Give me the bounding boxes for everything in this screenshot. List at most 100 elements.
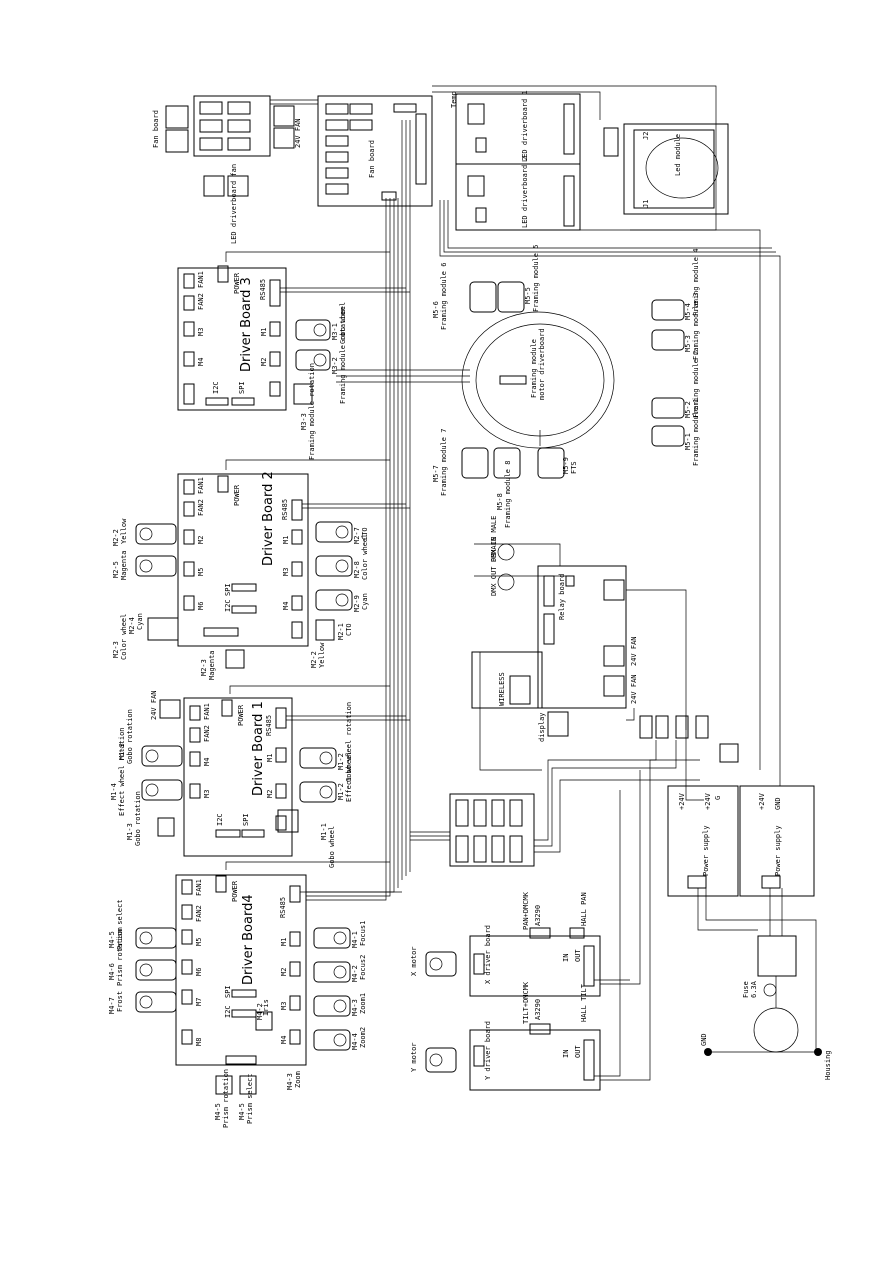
label-m2: M2 [260,358,268,366]
label-m1-2d: Effect wheel [345,751,353,802]
label-led-module: Led module [674,134,682,176]
label-rs485: RS485 [279,897,287,918]
label-m5-4d: Framing module 4 [692,249,700,316]
label-temp: Temp [450,91,458,108]
label-dmx-female: DMX OUT FEMALE [490,537,498,596]
label-y-motor: Y motor [410,1042,418,1072]
label-m1-4: M1-4 [110,783,118,800]
label-m1-1d: Gobo wheel [328,826,336,868]
label-m1-4d: Effect wheel rotation [118,727,126,816]
label-m1: M1 [266,754,274,762]
y-driver-board: Y driver board Y motor TILT+DMCMK A3290 … [410,981,601,1091]
label-m4-7: M4-7 [108,997,116,1014]
label-m2-4d: Cyan [136,613,144,630]
label-fuse-val: 6.3A [750,980,758,998]
label-power: POWER [233,272,241,294]
label-m5-7: M5-7 [432,465,440,482]
label-m5-5: M5-5 [524,287,532,304]
label-m4-2d: Focus2 [359,955,367,980]
label-m4-7d: Frost [116,991,124,1012]
power-supplies: Power supply Power supply +24V +24V +24V… [667,785,815,897]
label-fan2: FAN2 [203,725,211,742]
label-in: IN [562,954,570,962]
label-led-driver1: LED driverboard 1 [521,90,529,162]
label-m4: M4 [282,602,290,610]
label-gnd-s: GND [774,797,782,810]
label-m4-8d: Prism rotation [222,1069,230,1128]
label-m2-5d: Magenta [120,550,128,580]
label-m4-1d: Focus1 [359,921,367,946]
label-m2: M2 [197,536,205,544]
label-m1: M1 [260,328,268,336]
label-m5-8d: Framing module 8 [504,461,512,528]
label-m6: M6 [197,602,205,610]
label-m4-4d: Zoom2 [359,1027,367,1048]
label-fan2: FAN2 [197,293,205,310]
label-relay-board: Relay board [558,574,566,620]
label-m1: M1 [280,938,288,946]
label-m4-4: M4-4 [351,1033,359,1050]
label-display: display [538,712,546,742]
label-a3290: A3290 [534,905,542,926]
label-i2c: I2C [216,813,224,826]
label-fan2: FAN2 [197,499,205,516]
label-m2-9: M2-9 [353,595,361,612]
label-v24c: +24V [758,792,766,810]
label-m2-5: M2-5 [112,561,120,578]
label-led-fan-driver: LED driverboard fan [230,164,238,244]
led-module: J2 J1 Led module [603,123,729,215]
label-rs485: RS485 [281,499,289,520]
label-spi: SPI [238,381,246,394]
label-m4-6d: Prism rotation [116,927,124,986]
label-m2-8d: Color wheel [361,534,369,580]
label-m2-2d: Yellow [120,518,128,544]
label-m2-1d: CTO [345,623,353,636]
label-m1-3d: Gobo rotation [126,709,134,764]
label-m5-1: M5-1 [684,433,692,450]
label-m3-2d: Framing module rotation [339,307,347,404]
label-m1-5: M1-3 [126,823,134,840]
label-fan24d: 24V FAN [630,674,638,704]
label-gnd: GND [700,1033,708,1046]
label-out: OUT [574,949,582,962]
label-fan1: FAN1 [195,879,203,896]
label-hall-tilt: HALL TILT [580,983,588,1022]
label-fan1: FAN1 [203,703,211,720]
label-m2-1: M2-1 [337,623,345,640]
label-framing2: motor driverboard [538,328,546,400]
label-m4-9: M4-5 [238,1103,246,1120]
label-m2-7d: CTO [361,527,369,540]
label-hall-pan: HALL PAN [580,892,588,926]
wiring-harness [225,85,817,1081]
fan-board-right: Fan board Temp [317,91,458,207]
label-i2c: I2C [224,1005,232,1018]
label-fan1: FAN1 [197,271,205,288]
label-a3290: A3290 [534,999,542,1020]
driver-board-2: Driver Board 2 FAN1 FAN2 POWER RS485 SPI… [177,471,309,647]
label-tilt-rs: TILT+DMCMK [522,981,530,1024]
label-j1: J1 [642,200,650,208]
label-y-driver: Y driver board [484,1021,492,1080]
label-spi: SPI [224,583,232,596]
driver-board-1: Driver Board 1 FAN1 FAN2 POWER RS485 I2C… [183,697,293,857]
label-m3-2: M3-2 [331,357,339,374]
fan-board-left: Fan board LED driverboard fan 24V FAN [152,95,302,244]
label-m2-8: M2-8 [353,561,361,578]
label-m1-5d: Gobo rotation [134,791,142,846]
driver3-motors: M3-1 Gobo wheel M3-2 Framing module rota… [293,302,347,460]
label-m5: M5 [195,938,203,946]
label-m4-10d: Zoom [294,1071,302,1088]
label-m5-6: M5-6 [432,301,440,318]
label-m3: M3 [203,790,211,798]
label-m8: M8 [195,1038,203,1046]
label-fan24: 24V FAN [150,690,158,720]
label-m5-9: M5-9 [562,457,570,474]
label-m5-4: M5-4 [684,303,692,320]
label-spi: SPI [242,813,250,826]
label-power: POWER [233,484,241,506]
label-v24: +24V [678,792,686,810]
label-power: POWER [237,704,245,726]
label-m2-3: M2-3 [112,641,120,658]
label-m5-3: M5-3 [684,335,692,352]
